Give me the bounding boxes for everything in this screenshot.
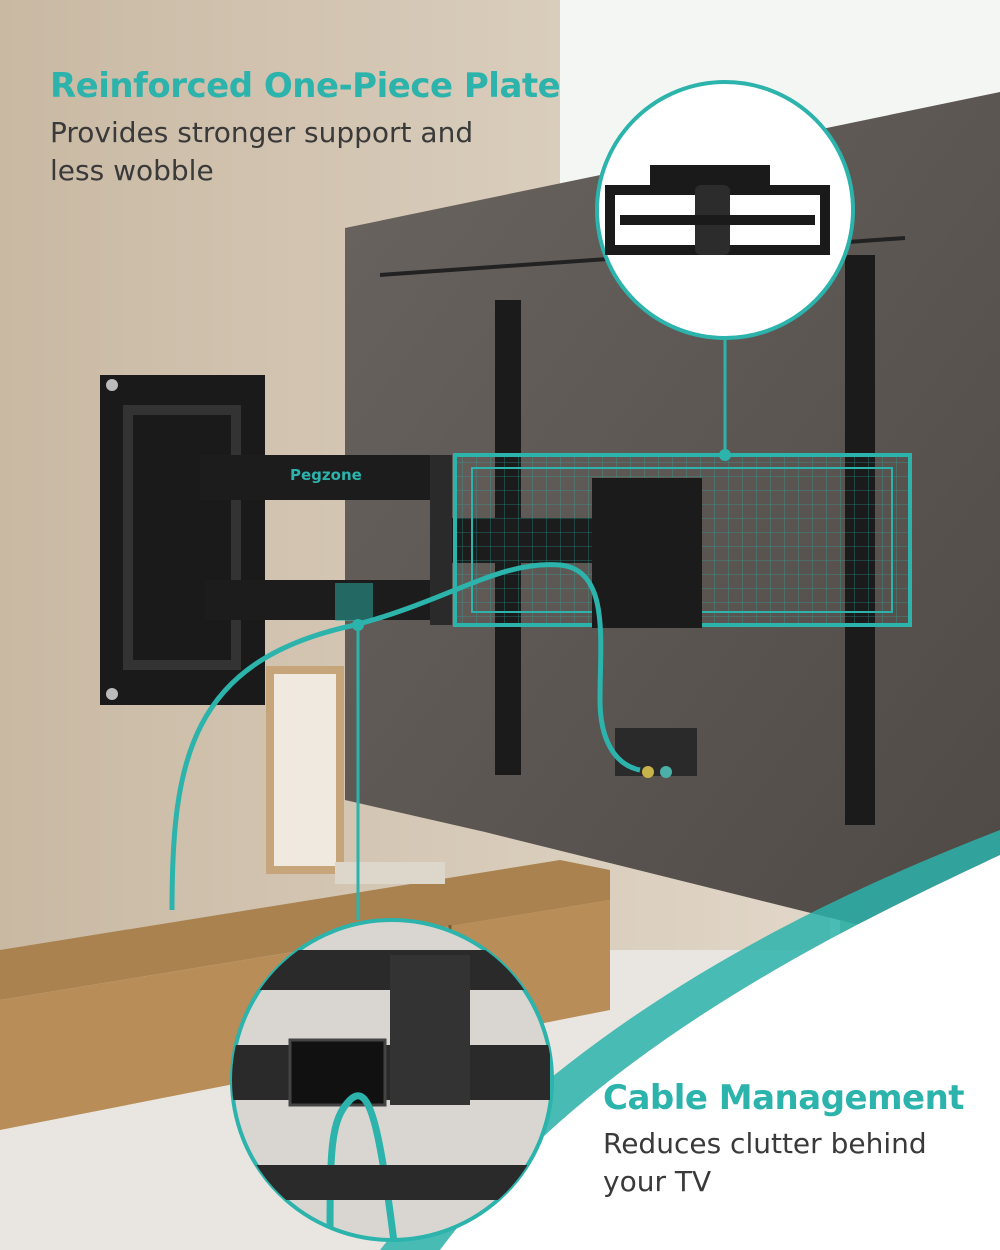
plate-callout-subtitle: Provides stronger support and less wobbl…	[50, 116, 474, 187]
mount-arm-lower	[205, 580, 450, 620]
mount-arm-upper	[200, 455, 450, 500]
white-panel	[440, 855, 1000, 1250]
cable-callout-subtitle: Reduces clutter behind your TV	[603, 1127, 927, 1198]
brand-logo: Pegzone	[290, 466, 362, 484]
cable	[169, 562, 641, 911]
cable-callout-title: Cable Management	[603, 1078, 965, 1118]
picture-frame	[266, 666, 344, 874]
credenza-top	[0, 860, 610, 1000]
cable-clip-zoom-circle	[230, 918, 554, 1242]
plate-zoom-circle	[595, 80, 855, 340]
books	[335, 862, 445, 884]
tv-plate-highlight	[453, 453, 912, 628]
plate-callout-title: Reinforced One-Piece Plate	[50, 66, 561, 106]
